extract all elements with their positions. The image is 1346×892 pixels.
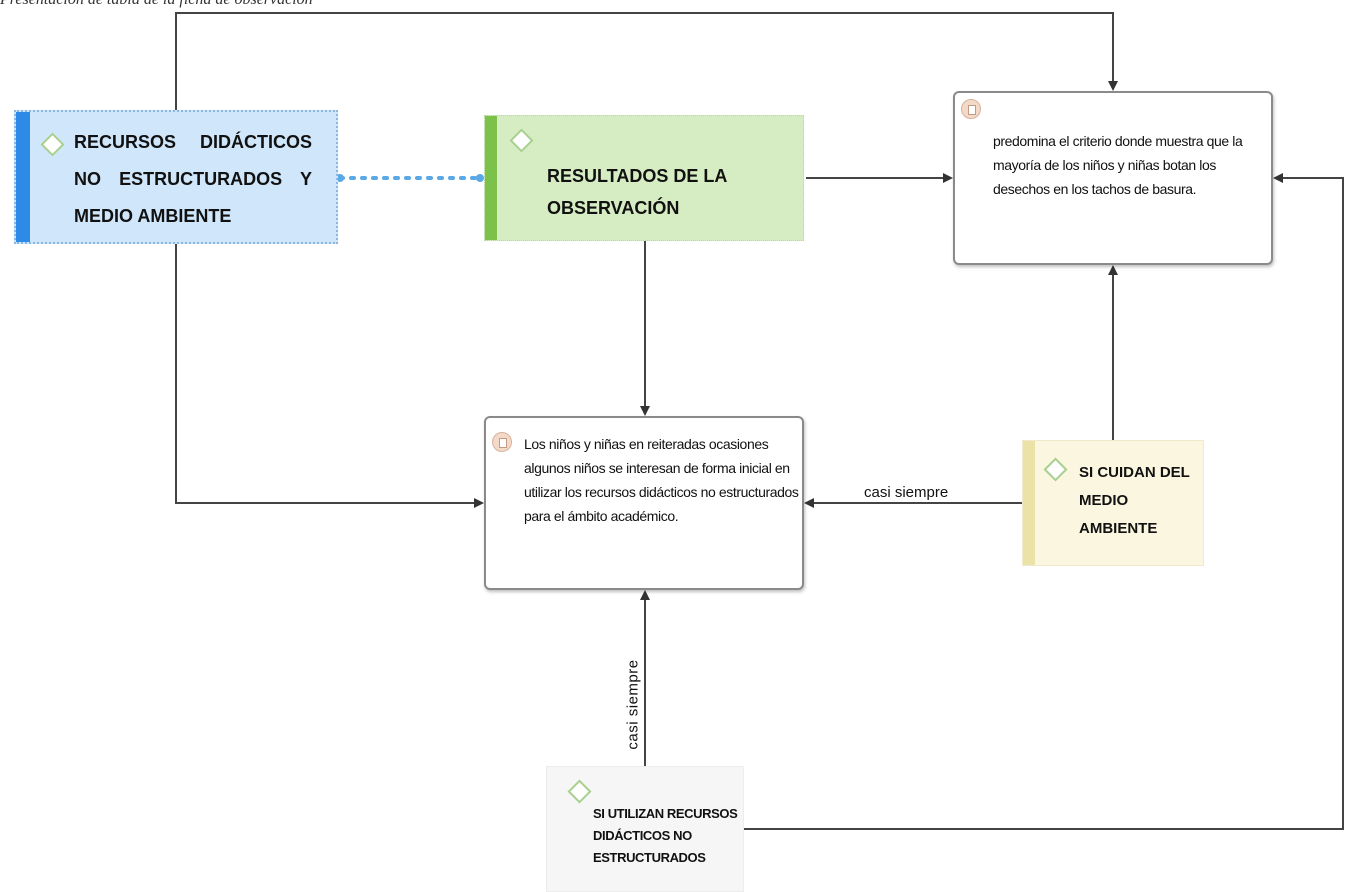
- node-resultados-observacion[interactable]: RESULTADOS DE LA OBSERVACIÓN: [484, 115, 804, 241]
- node-si-utilizan[interactable]: SI UTILIZAN RECURSOS DIDÁCTICOS NO ESTRU…: [546, 766, 744, 892]
- figure-caption: Presentación de tabla de la ficha de obs…: [0, 0, 600, 9]
- node-label: SI UTILIZAN RECURSOS DIDÁCTICOS NO ESTRU…: [593, 806, 738, 865]
- node-accent-bar: [485, 116, 497, 240]
- node-label: RECURSOS DIDÁCTICOS NO ESTRUCTURADOS Y M…: [74, 132, 312, 226]
- edge-recursos-to-ninos: [175, 244, 484, 508]
- edge-recursos-to-predomina: [175, 12, 1118, 110]
- node-recursos-didacticos[interactable]: RECURSOS DIDÁCTICOS NO ESTRUCTURADOS Y M…: [14, 110, 338, 244]
- node-label: predomina el criterio donde muestra que …: [993, 133, 1243, 197]
- node-accent-bar: [16, 112, 30, 242]
- node-accent-bar: [1023, 441, 1035, 565]
- diamond-icon: [509, 128, 534, 153]
- node-label: SI CUIDAN DEL MEDIO AMBIENTE: [1079, 464, 1190, 537]
- edge-label-casi-siempre-horizontal: casi siempre: [864, 484, 949, 501]
- node-label: RESULTADOS DE LA OBSERVACIÓN: [547, 166, 727, 218]
- node-ninos-ninas[interactable]: Los niños y niñas en reiteradas ocasione…: [484, 416, 804, 590]
- edge-recursos-dot-end: [476, 174, 484, 182]
- edge-utilizan-to-predomina: [744, 173, 1344, 830]
- diamond-icon: [567, 779, 592, 804]
- edge-label-casi-siempre-vertical: casi siempre: [624, 659, 642, 750]
- edge-recursos-dot-start: [336, 174, 344, 182]
- node-predomina-criterio[interactable]: predomina el criterio donde muestra que …: [953, 91, 1273, 265]
- node-si-cuidan[interactable]: SI CUIDAN DEL MEDIO AMBIENTE: [1022, 440, 1204, 566]
- diamond-icon: [40, 132, 65, 157]
- note-icon: [961, 99, 981, 119]
- diamond-icon: [1043, 457, 1068, 482]
- node-label: Los niños y niñas en reiteradas ocasione…: [524, 436, 799, 524]
- note-icon: [492, 432, 512, 452]
